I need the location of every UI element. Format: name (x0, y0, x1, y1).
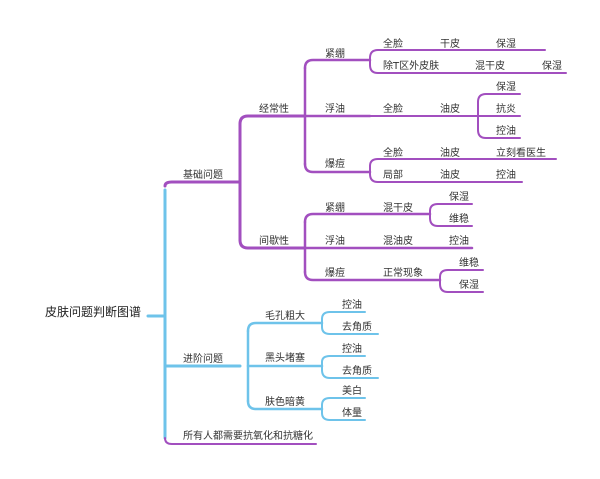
node-everyone[interactable]: 所有人都需要抗氧化和抗糖化 (183, 429, 313, 442)
connector-line-28 (303, 270, 442, 282)
connector-line-23 (369, 158, 557, 167)
node-f-tight-tzone-mixed-moist[interactable]: 保湿 (542, 59, 562, 72)
node-basic[interactable]: 基础问题 (183, 168, 223, 181)
node-f-tight-tzone[interactable]: 除T区外皮肤 (383, 59, 439, 72)
connector-line-34 (439, 283, 484, 293)
node-pores[interactable]: 毛孔粗大 (265, 309, 305, 322)
connector-line-2 (163, 180, 242, 188)
node-i-acne-moist[interactable]: 保湿 (459, 278, 479, 291)
node-f-tight[interactable]: 紧绷 (325, 47, 345, 60)
connector-line-46 (321, 397, 366, 406)
connector-line-9 (238, 238, 307, 250)
connector-line-21 (477, 129, 521, 139)
node-f-tight-full-dry[interactable]: 干皮 (440, 37, 460, 50)
node-dull-whiten[interactable]: 美白 (342, 384, 362, 397)
node-f-acne-full-doctor[interactable]: 立刻看医生 (496, 146, 546, 159)
connector-line-44 (321, 369, 379, 379)
connector-line-36 (246, 321, 324, 333)
node-f-tight-tzone-mixed[interactable]: 混干皮 (475, 59, 505, 72)
node-f-acne-full[interactable]: 全脸 (383, 146, 403, 159)
node-i-tight-moist[interactable]: 保湿 (449, 190, 469, 203)
connector-lines (146, 49, 567, 445)
node-pores-control[interactable]: 控油 (342, 298, 362, 311)
connector-line-41 (321, 326, 379, 335)
connector-line-8 (238, 114, 307, 126)
connector-line-30 (429, 203, 473, 212)
node-f-acne-full-oil[interactable]: 油皮 (440, 146, 460, 159)
node-f-oily-full-oil[interactable]: 油皮 (440, 102, 460, 115)
node-labels: 皮肤问题判断图谱 基础问题 经常性 紧绷 全脸 干皮 保湿 除T区外皮肤 混干皮… (45, 37, 562, 442)
node-i-oily-mixed[interactable]: 混油皮 (383, 234, 413, 247)
node-f-oily-moist[interactable]: 保湿 (496, 80, 516, 93)
node-f-oily-full[interactable]: 全脸 (383, 102, 403, 115)
node-f-acne[interactable]: 爆痘 (325, 157, 345, 170)
connector-line-11 (303, 58, 372, 70)
node-i-oily[interactable]: 浮油 (325, 234, 345, 247)
node-frequent[interactable]: 经常性 (259, 102, 289, 115)
node-intermittent[interactable]: 间歇性 (259, 234, 289, 247)
node-f-acne-local-oil[interactable]: 油皮 (440, 168, 460, 181)
node-dull[interactable]: 肤色暗黄 (265, 395, 305, 408)
node-blackheads-exfoliate[interactable]: 去角质 (342, 365, 372, 377)
node-i-acne[interactable]: 爆痘 (325, 266, 345, 279)
node-f-oily-control[interactable]: 控油 (496, 124, 516, 137)
connector-line-40 (321, 311, 366, 320)
connector-line-26 (303, 212, 432, 224)
connector-line-38 (246, 399, 324, 411)
node-i-tight-mixed[interactable]: 混干皮 (383, 201, 413, 214)
node-i-oily-control[interactable]: 控油 (449, 234, 469, 247)
node-f-tight-full[interactable]: 全脸 (383, 37, 403, 50)
node-f-tight-full-dry-moist[interactable]: 保湿 (496, 37, 516, 50)
connector-line-15 (369, 49, 546, 59)
connector-line-24 (369, 173, 523, 183)
node-blackheads-control[interactable]: 控油 (342, 342, 362, 355)
connector-line-31 (429, 217, 473, 227)
node-advanced[interactable]: 进阶问题 (183, 352, 223, 365)
node-i-acne-normal[interactable]: 正常现象 (383, 266, 423, 279)
root-node[interactable]: 皮肤问题判断图谱 (45, 304, 141, 319)
connector-line-43 (321, 355, 366, 363)
connector-line-6 (164, 437, 317, 445)
connector-line-16 (369, 64, 567, 74)
node-i-acne-stable[interactable]: 维稳 (459, 256, 479, 269)
connector-line-33 (439, 269, 484, 278)
node-i-tight[interactable]: 紧绷 (325, 201, 345, 214)
connector-line-13 (303, 162, 372, 174)
node-blackheads[interactable]: 黑头堵塞 (265, 351, 305, 364)
node-dull-weight[interactable]: 体量 (342, 407, 362, 419)
node-f-oily[interactable]: 浮油 (325, 102, 345, 115)
node-f-acne-local-control[interactable]: 控油 (496, 168, 516, 181)
node-f-oily-anti[interactable]: 抗炎 (496, 102, 516, 115)
connector-line-19 (477, 93, 521, 103)
node-i-tight-stable[interactable]: 维稳 (449, 212, 469, 225)
connector-line-47 (321, 412, 366, 421)
node-pores-exfoliate[interactable]: 去角质 (342, 321, 372, 333)
node-f-acne-local[interactable]: 局部 (383, 168, 403, 181)
